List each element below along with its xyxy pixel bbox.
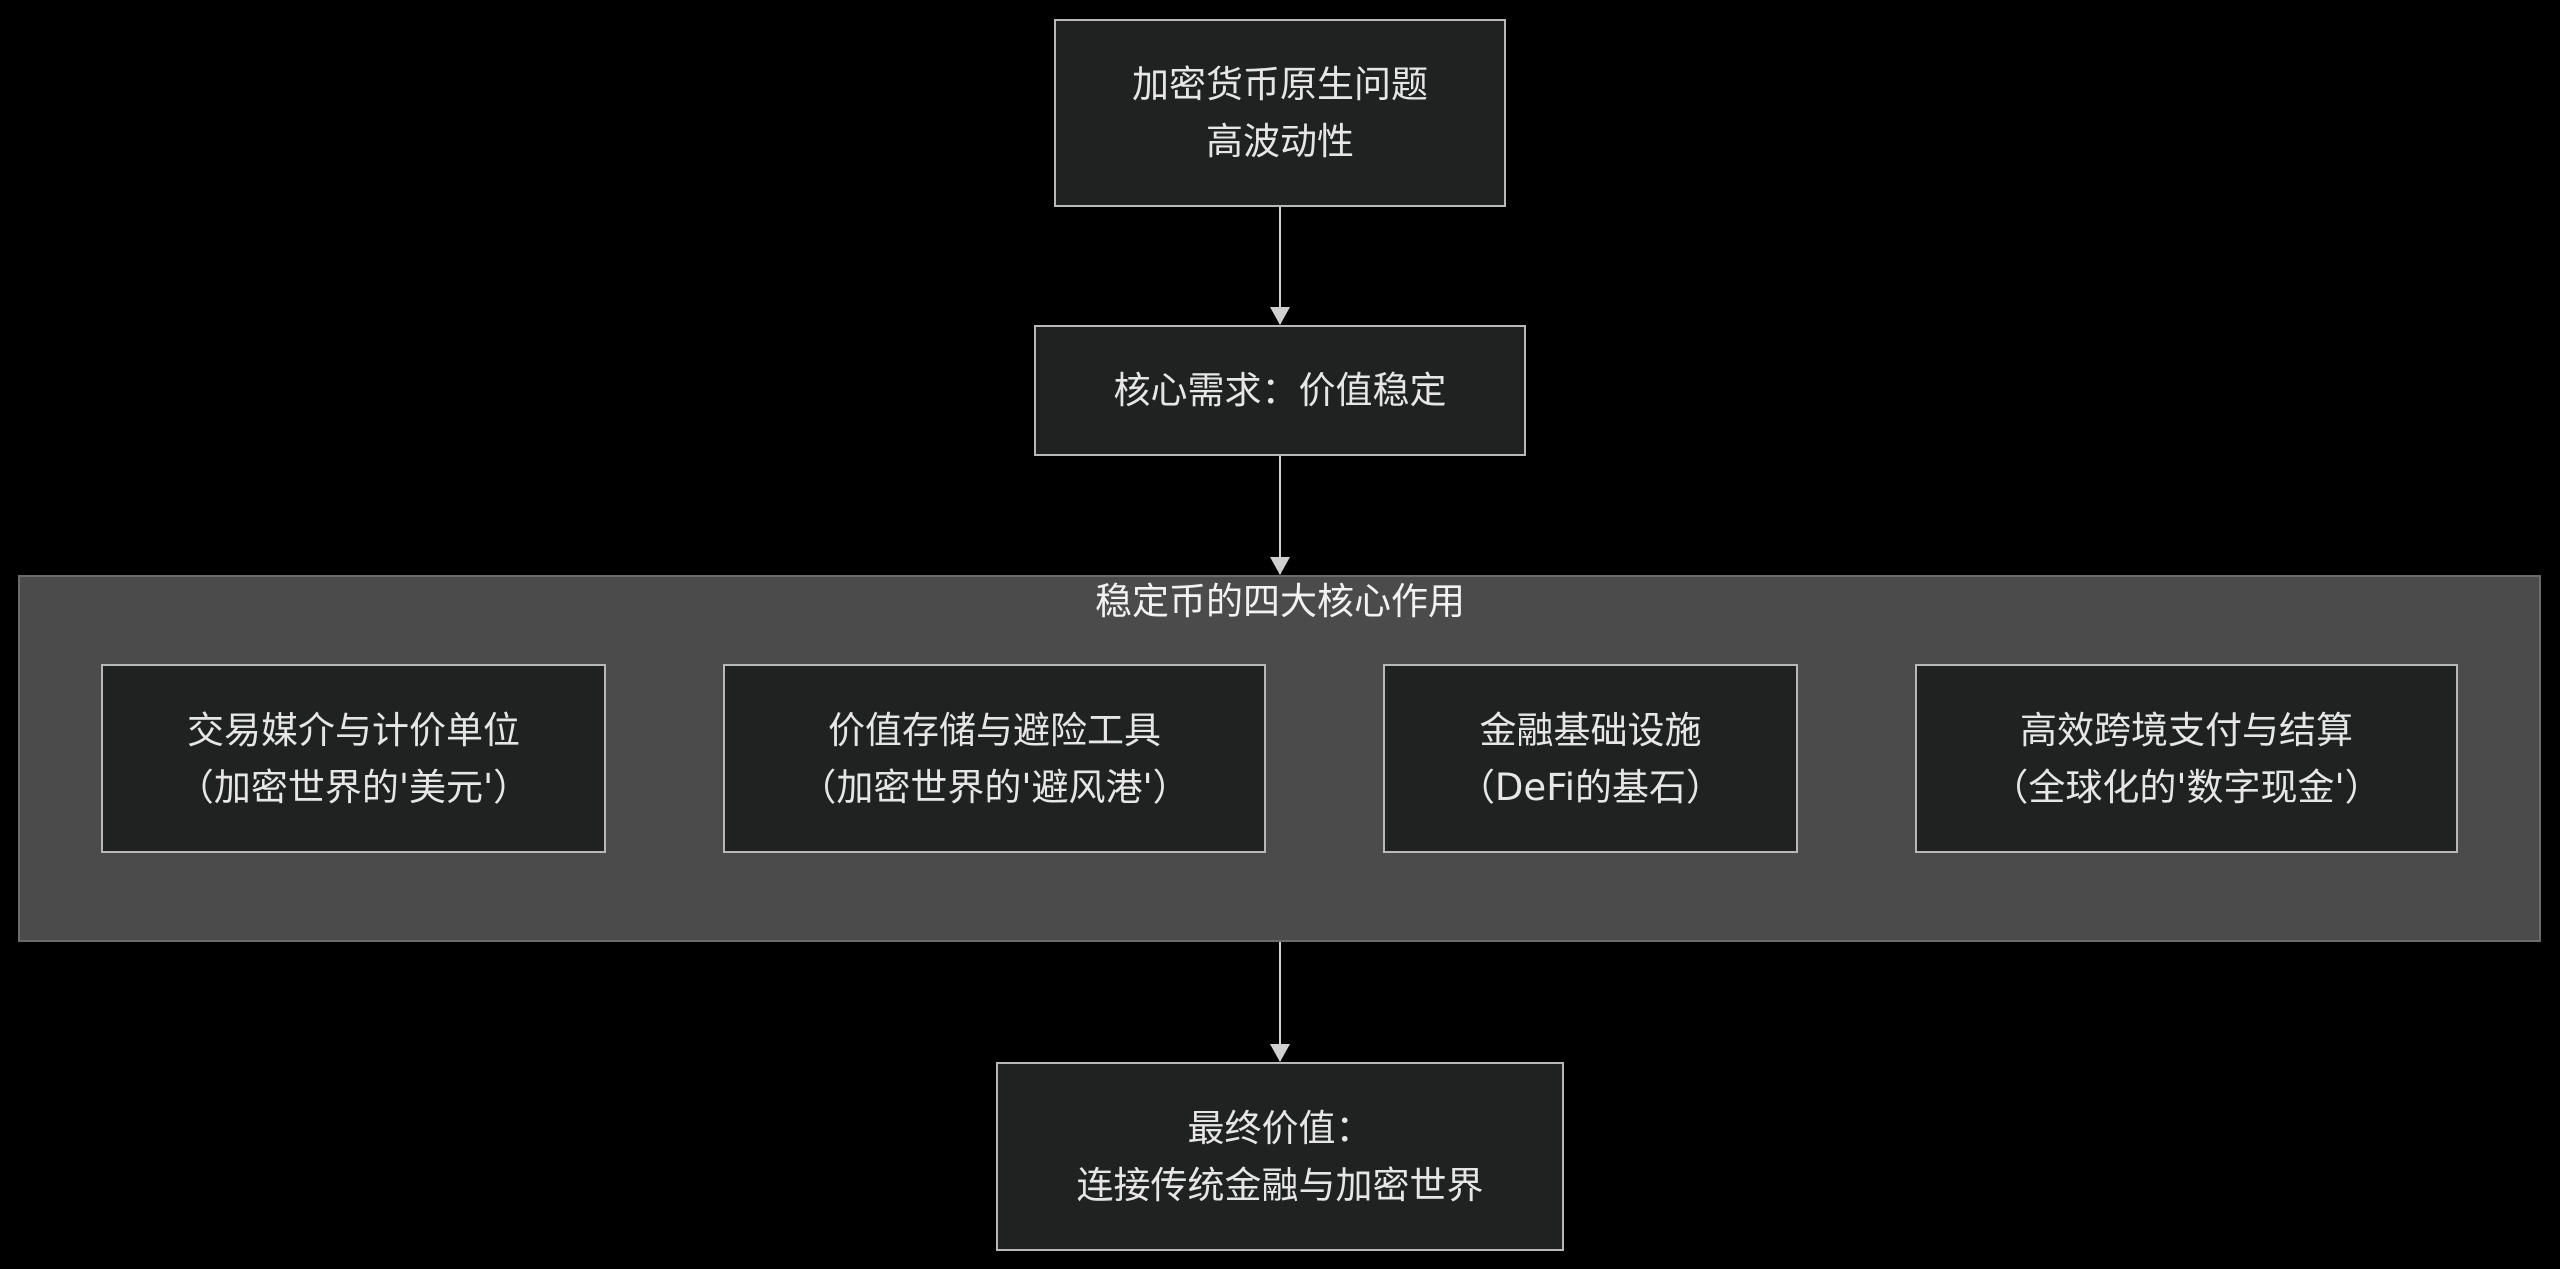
node-final-line2: 连接传统金融与加密世界 [1076, 1163, 1484, 1207]
node-store-line1: 价值存储与避险工具 [828, 708, 1161, 752]
node-crypto-problem-line2: 高波动性 [1206, 120, 1354, 163]
node-financial-infrastructure: 金融基础设施 （DeFi的基石） [1383, 664, 1798, 853]
node-cross-border-payment: 高效跨境支付与结算 （全球化的'数字现金'） [1915, 664, 2458, 853]
node-core-demand-line1: 核心需求：价值稳定 [1113, 369, 1447, 412]
node-final-value: 最终价值： 连接传统金融与加密世界 [996, 1062, 1564, 1251]
node-medium-line1: 交易媒介与计价单位 [187, 708, 520, 752]
node-infra-line2: （DeFi的基石） [1457, 765, 1724, 809]
node-final-line1: 最终价值： [1187, 1106, 1373, 1150]
node-crypto-problem: 加密货币原生问题 高波动性 [1054, 19, 1506, 207]
node-store-of-value: 价值存储与避险工具 （加密世界的'避风港'） [723, 664, 1266, 853]
node-medium-of-exchange: 交易媒介与计价单位 （加密世界的'美元'） [101, 664, 606, 853]
node-pay-line2: （全球化的'数字现金'） [1991, 765, 2382, 809]
node-store-line2: （加密世界的'避风港'） [799, 765, 1190, 809]
node-core-demand: 核心需求：价值稳定 [1034, 325, 1526, 456]
roles-group-title: 稳定币的四大核心作用 [1095, 580, 1465, 623]
node-pay-line1: 高效跨境支付与结算 [2020, 708, 2353, 752]
node-infra-line1: 金融基础设施 [1479, 708, 1702, 752]
arrowhead-demand-to-group [1270, 557, 1290, 575]
arrowhead-group-to-final [1270, 1044, 1290, 1062]
node-crypto-problem-line1: 加密货币原生问题 [1132, 63, 1428, 106]
node-medium-line2: （加密世界的'美元'） [176, 765, 531, 809]
arrowhead-problem-to-demand [1270, 307, 1290, 325]
